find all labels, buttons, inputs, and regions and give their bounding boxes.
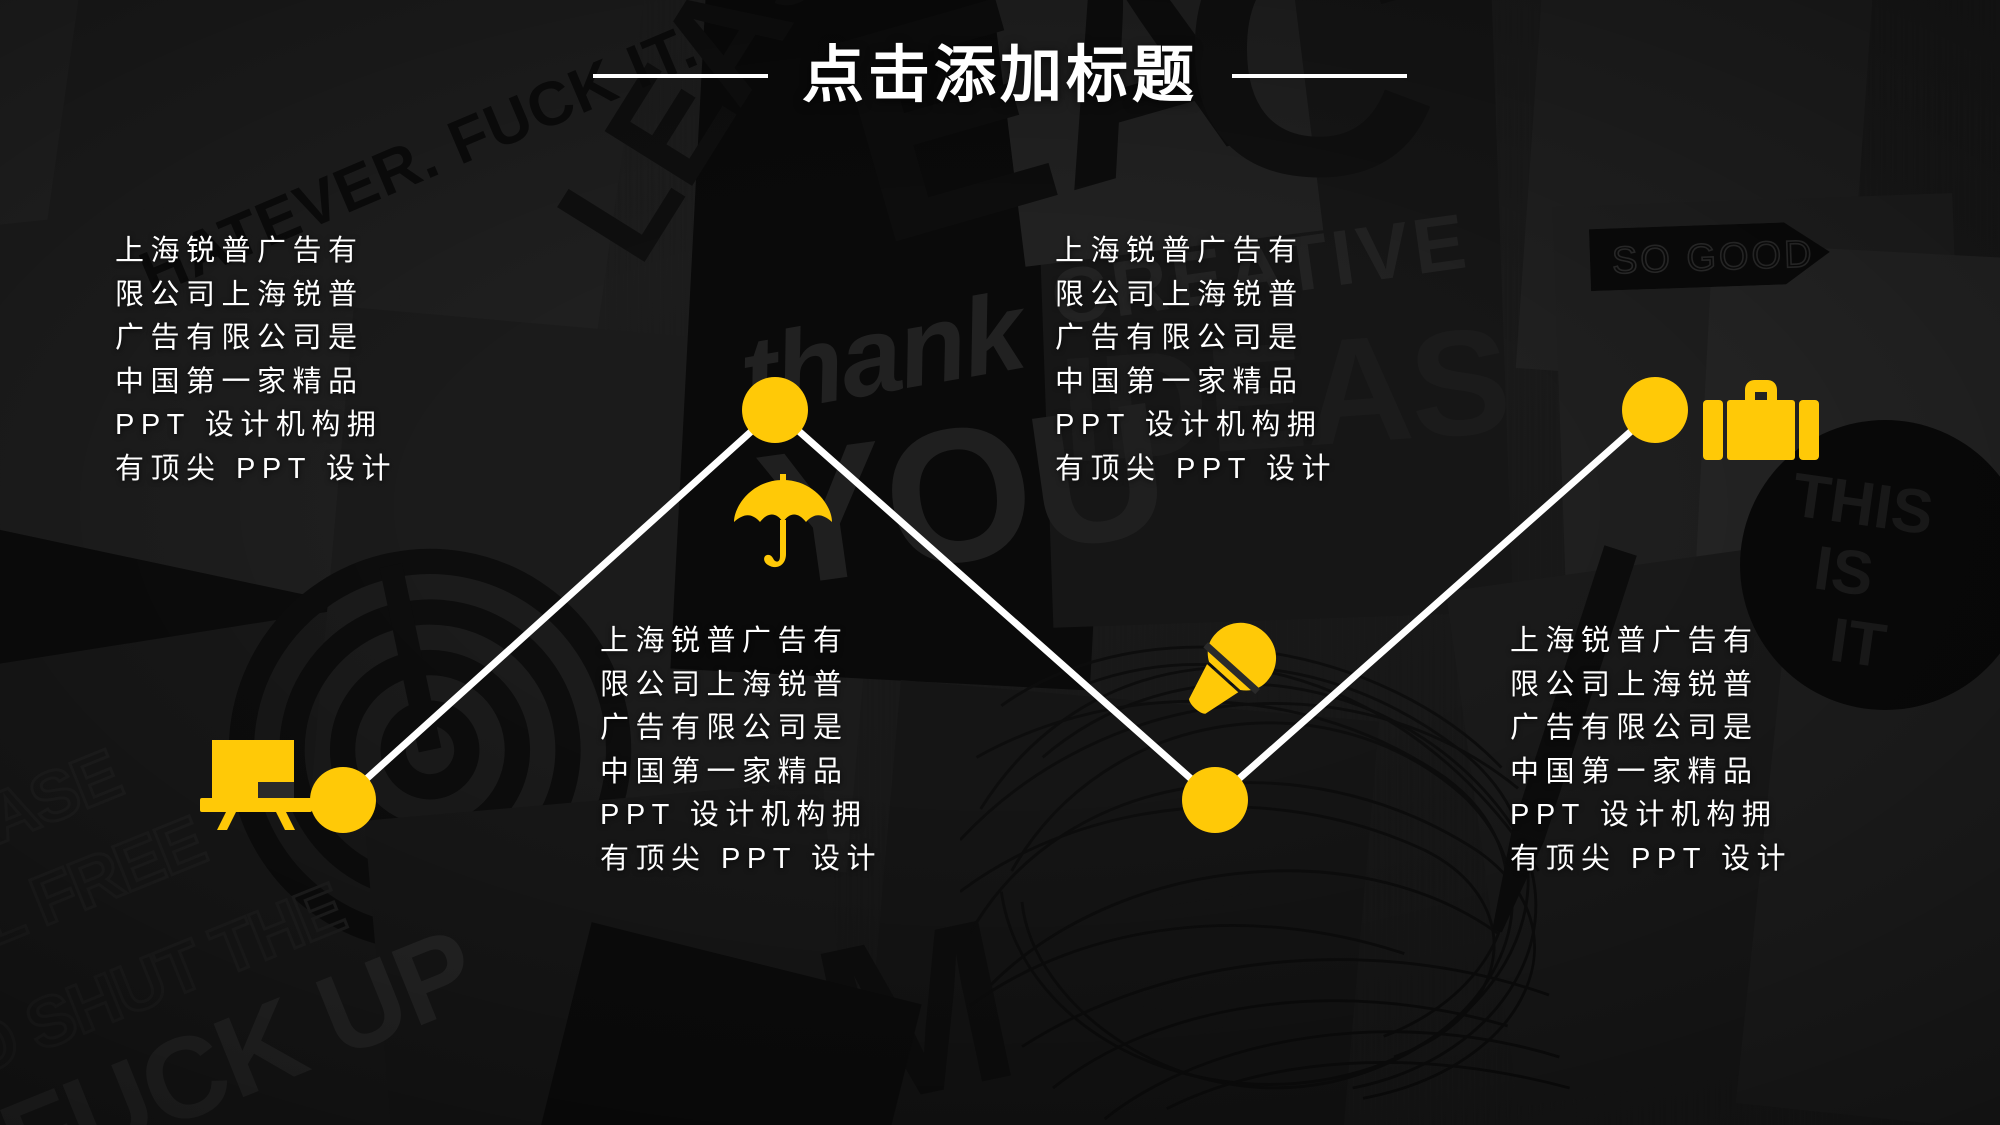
briefcase-icon[interactable] — [1703, 378, 1819, 475]
page-title-text: 点击添加标题 — [801, 41, 1198, 110]
node-marker-2[interactable] — [742, 377, 808, 443]
easel-icon[interactable] — [196, 740, 316, 835]
node-marker-3[interactable] — [1182, 767, 1248, 833]
svg-text:IT: IT — [1826, 606, 1890, 682]
node-marker-1[interactable] — [310, 767, 376, 833]
item-text-2: 上海锐普广告有 限公司上海锐普 广告有限公司是 中国第一家精品 PPT 设计机构… — [600, 625, 882, 875]
umbrella-icon[interactable] — [730, 470, 836, 581]
bg-circle-sign: THIS IS IT — [1740, 420, 2000, 715]
item-text-1: 上海锐普广告有 限公司上海锐普 广告有限公司是 中国第一家精品 PPT 设计机构… — [115, 235, 397, 485]
bg-arrow-sign: SO GOOD — [1588, 221, 1831, 296]
item-text-4: 上海锐普广告有 限公司上海锐普 广告有限公司是 中国第一家精品 PPT 设计机构… — [1510, 625, 1792, 875]
item-text-3: 上海锐普广告有 限公司上海锐普 广告有限公司是 中国第一家精品 PPT 设计机构… — [1055, 235, 1337, 485]
page-title: 点击添加标题 — [0, 45, 2000, 107]
svg-text:IS: IS — [1810, 534, 1878, 610]
node-marker-4[interactable] — [1622, 377, 1688, 443]
svg-text:SO GOOD: SO GOOD — [1611, 233, 1815, 282]
title-rule-right — [1232, 74, 1407, 78]
title-rule-left — [592, 74, 768, 78]
bg-word: C — [1180, 0, 1440, 251]
microphone-icon[interactable] — [1175, 615, 1285, 730]
